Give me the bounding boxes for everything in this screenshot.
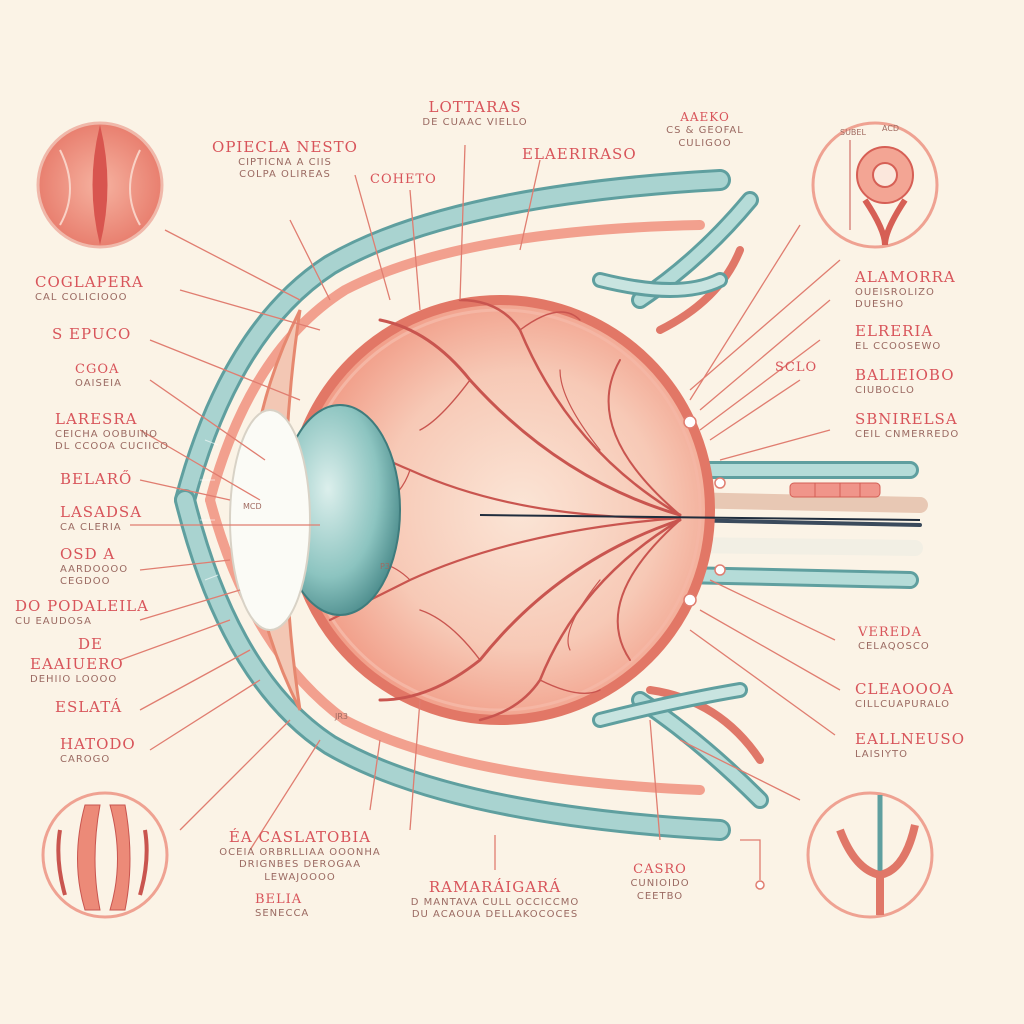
label-sub: DE CUAAC VIELLO xyxy=(422,116,528,128)
label-title: COGLAPERA xyxy=(35,273,144,291)
label-sub: CS & GEOFAL CULIGOO xyxy=(666,125,744,149)
leader-markers xyxy=(683,415,765,890)
label-title: OSD A xyxy=(60,545,116,563)
label-sub: SENECCA xyxy=(255,908,310,920)
label-title: ÉA CASLATOBIA xyxy=(228,828,372,846)
tiny-label-mcd: MCD xyxy=(243,502,262,511)
label-title: COHETO xyxy=(370,172,437,187)
label-top-center: LOTTARAS DE CUAAC VIELLO xyxy=(422,98,527,129)
label-left-11: ESLATÁ xyxy=(55,698,122,717)
label-sub: OUEISROLIZO DUESHO xyxy=(855,286,935,311)
label-title: S EPUCO xyxy=(52,325,132,343)
label-title: BELARŐ xyxy=(60,470,133,488)
label-bottom-4: CASRO CUNIOIDO CEETBO xyxy=(620,862,700,903)
label-sub: DEHIIO LOOOO xyxy=(30,673,118,685)
label-sub: CIUBOCLO xyxy=(855,384,915,396)
optic-tubes xyxy=(592,191,928,809)
label-sub: EL CCOOSEWO xyxy=(855,340,942,352)
label-left-3: CGOA OAISEIA xyxy=(75,362,122,391)
label-sub: CU EAUDOSA xyxy=(15,615,92,627)
label-left-1: COGLAPERA CAL COLICIOOO xyxy=(35,273,144,304)
label-left-5: BELARŐ xyxy=(60,470,132,489)
label-left-9: DE xyxy=(78,635,103,654)
label-title: EALLNEUSO xyxy=(855,730,965,748)
label-coheto: COHETO xyxy=(370,172,437,188)
label-sub: CELAQOSCO xyxy=(858,641,930,653)
label-sub: CILLCUAPURALO xyxy=(855,698,951,710)
label-top-right: AAEKO CS & GEOFAL CULIGOO xyxy=(660,110,750,150)
label-sub: CAROGO xyxy=(60,753,111,765)
label-left-12: HATODO CAROGO xyxy=(60,735,136,766)
tiny-label-jr3: JR3 xyxy=(335,712,349,721)
label-sub: CIPTICNA A CIIS COLPA OLIREAS xyxy=(238,156,332,181)
sclera-hatching xyxy=(200,439,219,581)
label-bottom-3: RAMARÁIGARÁ D MANTAVA CULL OCCICCMO DU A… xyxy=(405,878,585,922)
optic-axis-line xyxy=(479,514,921,521)
label-left-8: DO PODALEILA CU EAUDOSA xyxy=(15,597,149,628)
tiny-label-p3: P3 xyxy=(380,562,390,571)
label-sub: CAL COLICIOOO xyxy=(35,291,128,303)
label-title: LOTTARAS xyxy=(428,98,522,116)
label-right-5: SBNIRELSA CEIL CNMERREDO xyxy=(855,410,959,441)
label-title: OPIECLA NESTO xyxy=(212,138,358,156)
label-title: AAEKO xyxy=(680,110,730,124)
label-left-2: S EPUCO xyxy=(52,325,131,344)
label-title: HATODO xyxy=(60,735,136,753)
label-sub: OAISEIA xyxy=(75,378,122,390)
label-bottom-1: ÉA CASLATOBIA OCEIA ORBRLLIAA OOONHA DRI… xyxy=(210,828,390,884)
lens-cornea xyxy=(229,309,401,711)
label-title: BELIA xyxy=(255,892,303,907)
label-sub: D MANTAVA CULL OCCICCMO DU ACAOUA DELLAK… xyxy=(410,896,580,921)
label-sub: CUNIOIDO CEETBO xyxy=(630,878,690,902)
label-title: SBNIRELSA xyxy=(855,410,958,428)
tiny-label-acd: ACD xyxy=(882,124,900,133)
label-title: RAMARÁIGARÁ xyxy=(428,878,562,896)
label-title: SCLO xyxy=(775,360,818,375)
label-right-3: SCLO xyxy=(775,360,817,376)
label-title: ESLATÁ xyxy=(55,698,123,716)
inset-bottom-right xyxy=(806,791,934,919)
label-title: LARESRA xyxy=(55,410,138,428)
label-title: ALAMORRA xyxy=(855,268,956,286)
label-title: EAAIUERO xyxy=(30,655,124,673)
label-title: ELAERIRASO xyxy=(522,145,637,163)
label-title: BALIEIOBO xyxy=(855,366,955,384)
label-right-7: CLEAOOOA CILLCUAPURALO xyxy=(855,680,954,711)
label-right-8: EALLNEUSO LAISIYTO xyxy=(855,730,965,761)
label-right-1: ALAMORRA OUEISROLIZO DUESHO xyxy=(855,268,975,312)
label-sub: CEIL CNMERREDO xyxy=(855,428,960,440)
label-optic: OPIECLA NESTO CIPTICNA A CIIS COLPA OLIR… xyxy=(212,138,358,182)
inset-bottom-left xyxy=(41,791,169,919)
label-title: DE xyxy=(78,635,103,653)
label-left-10: EAAIUERO DEHIIO LOOOO xyxy=(30,655,124,686)
label-left-4: LARESRA CEICHA OOBUINO DL CCOOA CUCIICO xyxy=(55,410,175,454)
label-title: LASADSA xyxy=(60,503,143,521)
label-title: ELRERIA xyxy=(855,322,934,340)
label-title: CGOA xyxy=(75,362,120,377)
label-title: VEREDA xyxy=(858,625,922,640)
label-left-7: OSD A AARDOOOO CEGDOO xyxy=(60,545,150,589)
label-left-6: LASADSA CA CLERIA xyxy=(60,503,142,534)
label-sub: AARDOOOO CEGDOO xyxy=(60,563,129,588)
label-elaeriraso: ELAERIRASO xyxy=(522,145,637,164)
label-sub: CA CLERIA xyxy=(60,521,122,533)
label-sub: OCEIA ORBRLLIAA OOONHA DRIGNBES DEROGAA … xyxy=(219,846,381,883)
label-right-4: BALIEIOBO CIUBOCLO xyxy=(855,366,955,397)
label-right-6: VEREDA CELAQOSCO xyxy=(858,625,930,654)
inset-top-right xyxy=(811,121,939,249)
label-sub: CEICHA OOBUINO DL CCOOA CUCIICO xyxy=(55,428,170,453)
inset-top-left xyxy=(36,121,164,249)
label-title: DO PODALEILA xyxy=(15,597,149,615)
label-title: CASRO xyxy=(633,862,687,877)
label-title: CLEAOOOA xyxy=(855,680,954,698)
leader-lines xyxy=(119,144,841,880)
label-bottom-2: BELIA SENECCA xyxy=(255,892,309,921)
label-sub: LAISIYTO xyxy=(855,748,908,760)
tiny-label-subel: SUBEL xyxy=(840,128,866,137)
label-right-2: ELRERIA EL CCOOSEWO xyxy=(855,322,941,353)
